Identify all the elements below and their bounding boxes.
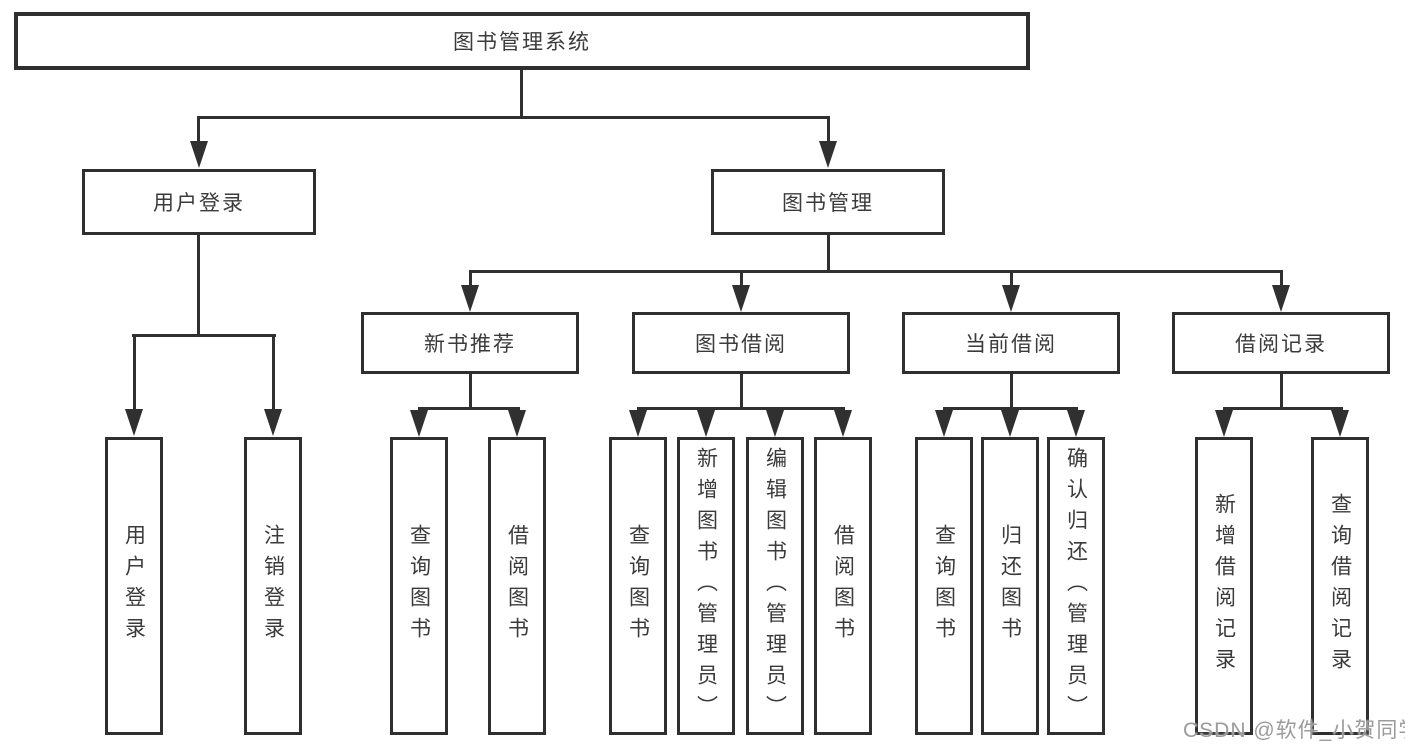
arrow-to-borrow-records — [1272, 285, 1290, 312]
leaf-records-add-label: 新增借阅记录 — [1212, 493, 1236, 679]
arrow-to-current-confirm — [1067, 410, 1085, 437]
connector-root-left-stem — [197, 116, 200, 144]
arrow-to-records-add — [1215, 410, 1233, 437]
arrow-to-borrow-add — [697, 410, 715, 437]
leaf-records-add: 新增借阅记录 — [1195, 437, 1253, 735]
node-user-login-label: 用户登录 — [153, 192, 245, 215]
node-borrow-records-label: 借阅记录 — [1235, 333, 1327, 356]
connector-mgmt-stem-4 — [1280, 270, 1283, 288]
node-book-borrow: 图书借阅 — [632, 312, 850, 374]
leaf-borrow-edit-admin-label: 编辑图书（管理员） — [763, 446, 787, 726]
leaf-current-query: 查询图书 — [915, 437, 973, 735]
leaf-newbooks-borrow-label: 借阅图书 — [505, 524, 529, 648]
node-current-borrow: 当前借阅 — [902, 312, 1120, 374]
connector-mgmt-hline — [469, 270, 1283, 273]
connector-login-hline — [132, 334, 276, 337]
arrow-to-current-borrow — [1002, 285, 1020, 312]
node-current-borrow-label: 当前借阅 — [965, 333, 1057, 356]
node-book-management: 图书管理 — [711, 169, 945, 235]
connector-records-stem — [1280, 374, 1283, 410]
connector-mgmt-stem-2 — [740, 270, 743, 288]
arrow-to-book-borrow — [732, 285, 750, 312]
leaf-borrow-query: 查询图书 — [609, 437, 667, 735]
leaf-borrow-book-label: 借阅图书 — [831, 524, 855, 648]
leaf-records-query-label: 查询借阅记录 — [1328, 493, 1352, 679]
node-new-book-recommend-label: 新书推荐 — [424, 333, 516, 356]
arrow-to-leaf-logout — [264, 409, 282, 436]
connector-newbooks-hline — [418, 407, 520, 410]
connector-records-hline — [1223, 407, 1343, 410]
arrow-to-leaf-user-login — [125, 409, 143, 436]
arrow-to-records-query — [1331, 410, 1349, 437]
leaf-records-query: 查询借阅记录 — [1311, 437, 1369, 735]
leaf-user-login: 用户登录 — [105, 437, 163, 735]
connector-root-hline — [198, 116, 830, 119]
leaf-current-return-label: 归还图书 — [998, 524, 1022, 648]
node-new-book-recommend: 新书推荐 — [361, 312, 579, 374]
connector-mgmt-stem — [827, 235, 830, 273]
leaf-current-confirm-admin: 确认归还（管理员） — [1047, 437, 1105, 735]
connector-mgmt-stem-1 — [469, 270, 472, 288]
leaf-borrow-edit-admin: 编辑图书（管理员） — [746, 437, 804, 735]
node-root: 图书管理系统 — [14, 12, 1030, 70]
arrow-to-newbooks-borrow — [508, 410, 526, 437]
arrow-to-book-management — [819, 141, 837, 168]
connector-login-stem — [197, 235, 200, 337]
leaf-newbooks-query-label: 查询图书 — [407, 524, 431, 648]
arrow-to-user-login — [190, 141, 208, 168]
connector-mgmt-stem-3 — [1010, 270, 1013, 288]
connector-newbooks-stem — [469, 374, 472, 410]
connector-borrow-hline — [637, 407, 845, 410]
leaf-current-query-label: 查询图书 — [932, 524, 956, 648]
connector-login-left-stem — [133, 334, 136, 410]
arrow-to-newbooks-query — [410, 410, 428, 437]
connector-current-stem — [1010, 374, 1013, 410]
watermark: CSDN @软件_小贺同学 — [1183, 719, 1405, 742]
leaf-current-confirm-admin-label: 确认归还（管理员） — [1064, 446, 1088, 726]
node-root-label: 图书管理系统 — [453, 31, 591, 54]
connector-current-hline — [943, 407, 1078, 410]
leaf-borrow-book: 借阅图书 — [814, 437, 872, 735]
leaf-logout-label: 注销登录 — [261, 524, 285, 648]
leaf-current-return: 归还图书 — [981, 437, 1039, 735]
arrow-to-borrow-query — [629, 410, 647, 437]
connector-root-right-stem — [827, 116, 830, 144]
arrow-to-current-return — [1001, 410, 1019, 437]
connector-root-stem — [520, 70, 523, 119]
node-borrow-records: 借阅记录 — [1172, 312, 1390, 374]
node-book-borrow-label: 图书借阅 — [695, 333, 787, 356]
leaf-borrow-query-label: 查询图书 — [626, 524, 650, 648]
node-user-login: 用户登录 — [82, 169, 316, 235]
arrow-to-current-query — [935, 410, 953, 437]
connector-borrow-stem — [740, 374, 743, 410]
leaf-borrow-add-admin-label: 新增图书（管理员） — [694, 446, 718, 726]
leaf-newbooks-borrow: 借阅图书 — [488, 437, 546, 735]
arrow-to-borrow-book — [834, 410, 852, 437]
leaf-borrow-add-admin: 新增图书（管理员） — [677, 437, 735, 735]
arrow-to-new-book-recommend — [461, 285, 479, 312]
leaf-logout: 注销登录 — [244, 437, 302, 735]
leaf-newbooks-query: 查询图书 — [390, 437, 448, 735]
connector-login-right-stem — [272, 334, 275, 410]
node-book-management-label: 图书管理 — [782, 192, 874, 215]
arrow-to-borrow-edit — [766, 410, 784, 437]
leaf-user-login-label: 用户登录 — [122, 524, 146, 648]
